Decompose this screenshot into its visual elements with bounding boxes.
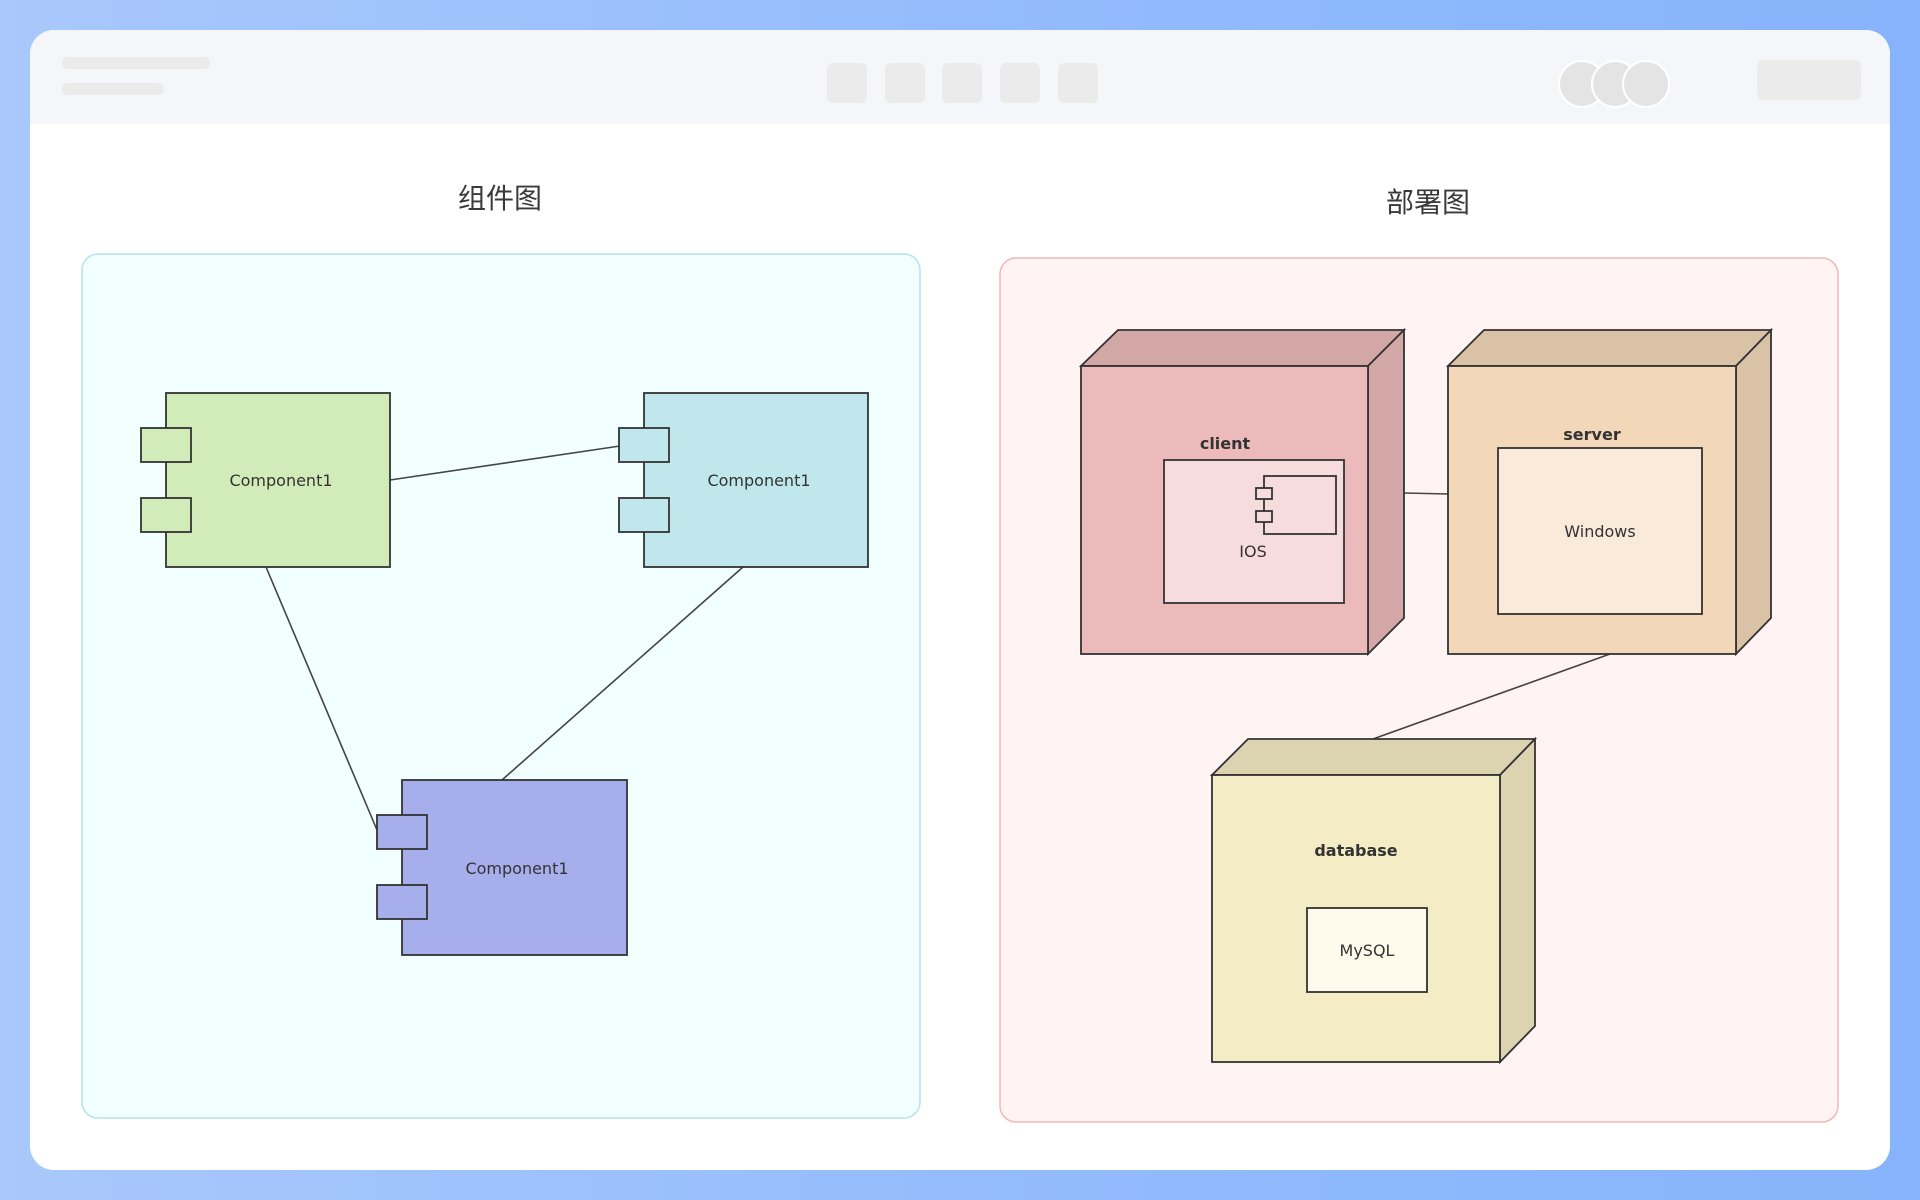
component-2[interactable] xyxy=(618,392,869,568)
client-node-label: client xyxy=(1200,434,1251,453)
ios-component-port-top xyxy=(1255,487,1273,500)
connector-client-server xyxy=(1403,492,1449,495)
component-3-port-top xyxy=(376,814,428,850)
ios-component-port-bottom xyxy=(1255,510,1273,523)
component-3-label: Component1 xyxy=(465,859,568,878)
component-2-port-bottom xyxy=(618,497,670,533)
toolbar-button-4[interactable] xyxy=(1000,63,1040,103)
collaborator-avatar-3[interactable] xyxy=(1622,60,1670,108)
toolbar-button-2[interactable] xyxy=(885,63,925,103)
server-node-label: server xyxy=(1563,425,1621,444)
database-node-label: database xyxy=(1314,841,1397,860)
document-title-placeholder xyxy=(62,57,210,69)
toolbar-button-3[interactable] xyxy=(942,63,982,103)
component-3-port-bottom xyxy=(376,884,428,920)
component-diagram-panel xyxy=(81,253,921,1119)
client-node[interactable] xyxy=(1078,327,1407,657)
mysql-artifact-label: MySQL xyxy=(1340,941,1395,960)
toolbar-button-5[interactable] xyxy=(1058,63,1098,103)
ios-component-symbol xyxy=(1263,475,1337,535)
toolbar-button-1[interactable] xyxy=(827,63,867,103)
deployment-diagram-title: 部署图 xyxy=(1386,186,1470,219)
connector-server-database xyxy=(1372,653,1611,740)
connector-c1-c2 xyxy=(389,445,621,481)
share-button[interactable] xyxy=(1757,60,1861,100)
component-1[interactable] xyxy=(140,392,391,568)
windows-artifact[interactable] xyxy=(1497,447,1703,615)
deployment-connectors xyxy=(1372,492,1611,740)
connector-c1-c3 xyxy=(265,566,378,831)
server-node[interactable] xyxy=(1445,327,1774,657)
component-1-port-bottom xyxy=(140,497,192,533)
component-2-port-top xyxy=(618,427,670,463)
windows-artifact-label: Windows xyxy=(1564,522,1635,541)
component-connectors xyxy=(265,445,744,831)
component-3[interactable] xyxy=(376,779,628,956)
component-diagram-title: 组件图 xyxy=(458,182,542,215)
top-toolbar xyxy=(30,30,1890,124)
database-node[interactable] xyxy=(1209,736,1538,1065)
mysql-artifact[interactable] xyxy=(1306,907,1428,993)
ios-artifact-label: IOS xyxy=(1239,542,1266,561)
component-1-label: Component1 xyxy=(229,471,332,490)
connector-c2-c3 xyxy=(501,566,744,781)
component-2-label: Component1 xyxy=(707,471,810,490)
component-1-port-top xyxy=(140,427,192,463)
document-subtitle-placeholder xyxy=(62,83,164,95)
